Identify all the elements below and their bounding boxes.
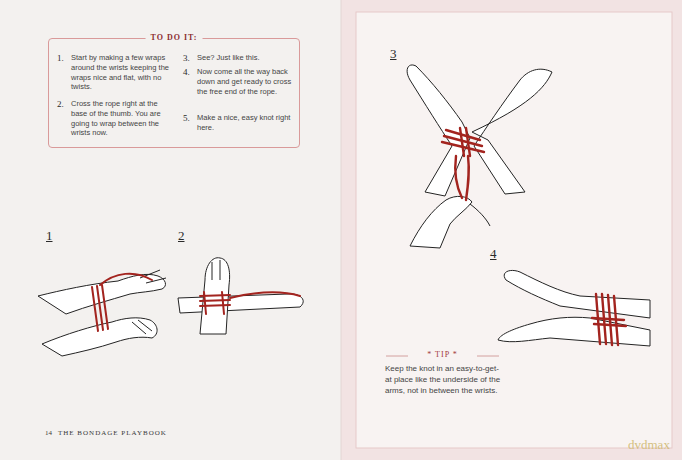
step-text: See? Just like this. [197,53,293,63]
figure-three [407,65,552,248]
page-number: 14 [45,429,52,437]
step-number: 1. [57,53,69,63]
step-number: 5. [183,113,195,123]
right-page-panel [356,12,672,448]
figure-one [38,270,166,356]
step-number: 2. [57,99,69,109]
callout-number: 2 [178,228,185,244]
tip-rule [477,356,499,357]
tip-heading: * TIP * [385,350,500,359]
instruction-box: TO DO IT:1.Start by making a few wraps a… [48,38,300,148]
right-page [341,0,682,460]
rope-three [442,128,484,200]
step-number: 3. [183,53,195,63]
figure-four [498,270,650,346]
callout-number: 4 [490,246,497,262]
step-number: 4. [183,67,195,77]
watermark: dvdmax [628,437,670,453]
rope-two [200,292,300,314]
tip-rule [386,356,408,357]
step-text: Cross the rope right at the base of the … [71,99,171,138]
running-footer: THE BONDAGE PLAYBOOK [58,429,167,437]
step-text: Start by making a few wraps around the w… [71,53,171,92]
figure-two [178,258,303,334]
rope-four [592,294,626,345]
box-heading: TO DO IT: [146,33,203,42]
step-text: Now come all the way back down and get r… [197,67,293,96]
step-text: Make a nice, easy knot right here. [197,113,293,133]
tip-text: Keep the knot in an easy-to-get-at place… [385,364,503,396]
page-fold [341,0,342,460]
callout-number: 1 [46,228,53,244]
callout-number: 3 [390,46,397,62]
rope-one [92,274,152,331]
